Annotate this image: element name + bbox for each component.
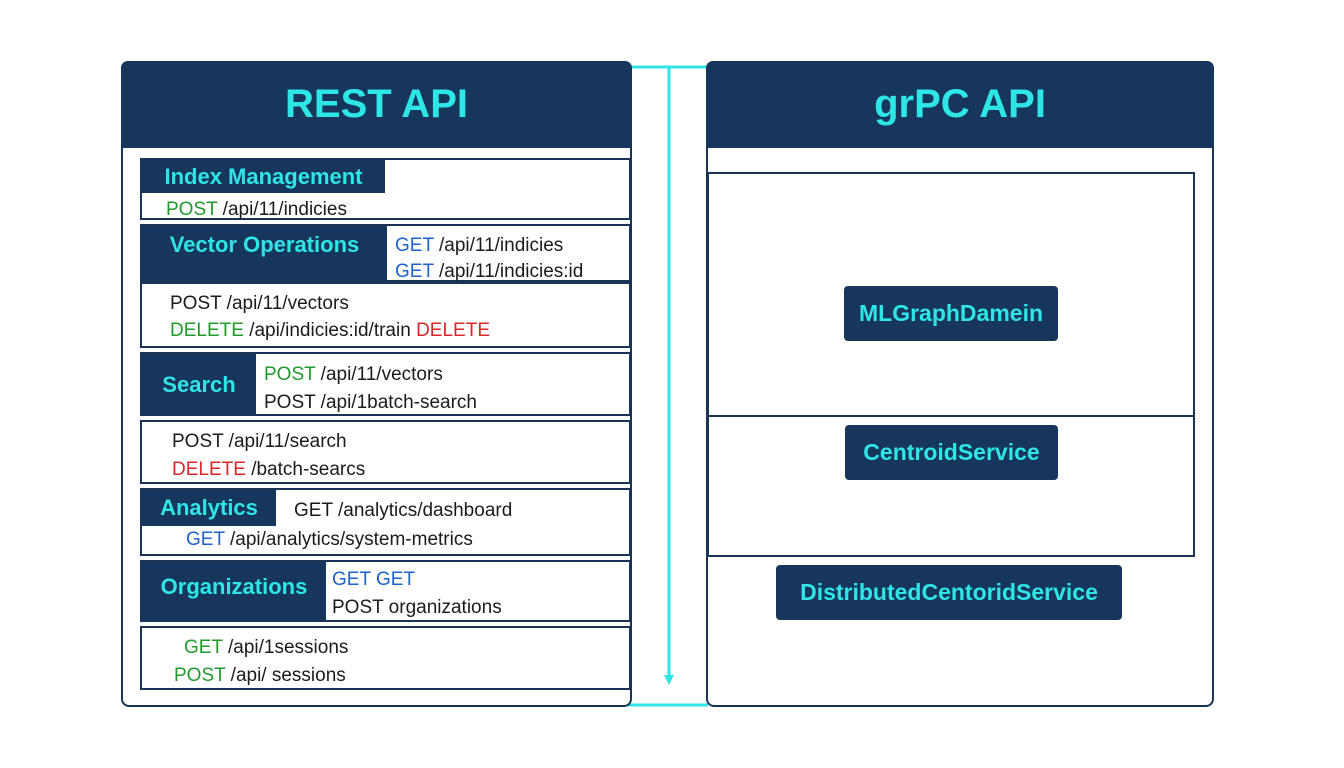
endpoint-line: GET /api/analytics/system-metrics (186, 530, 473, 549)
http-method: GET (184, 637, 223, 658)
endpoint-path: /api/1sessions (228, 637, 349, 658)
endpoint-line: POST /api/ sessions (174, 666, 346, 685)
endpoint-line: GET GET (332, 570, 415, 589)
endpoint-line: GET /api/1sessions (184, 638, 348, 657)
http-method-suffix: DELETE (416, 320, 490, 341)
http-method: POST (174, 665, 226, 686)
http-method: POST (172, 431, 224, 452)
endpoint-path: organizations (388, 597, 502, 618)
endpoint-path: /api/indicies:id/train (249, 320, 411, 341)
endpoint-line: POST /api/11/search (172, 432, 347, 451)
endpoint-line: POST /api/1batch-search (264, 393, 477, 412)
endpoint-path: /analytics/dashboard (338, 500, 513, 521)
section-analytics: Analytics GET /analytics/dashboard GET /… (140, 488, 631, 556)
section-session-endpoints: GET /api/1sessions POST /api/ sessions (140, 626, 631, 690)
http-method: GET (395, 235, 434, 256)
endpoint-line: POST /api/11/indicies (166, 200, 347, 219)
http-method: DELETE (172, 459, 246, 480)
http-method: POST (264, 392, 316, 413)
endpoint-line: DELETE /api/indicies:id/train DELETE (170, 321, 490, 340)
endpoint-path: /api/11/indicies (439, 235, 564, 256)
endpoint-line: GET /api/11/indicies (395, 236, 563, 255)
endpoint-path: /api/11/vectors (226, 293, 349, 314)
http-method: DELETE (170, 320, 244, 341)
tag-analytics: Analytics (142, 490, 276, 526)
tag-organizations: Organizations (142, 562, 326, 622)
http-method: POST (166, 199, 218, 220)
rest-api-title: REST API (121, 61, 632, 148)
endpoint-path: /batch-searcs (251, 459, 366, 480)
endpoint-path: /api/11/indicies (222, 199, 347, 220)
http-method: POST (264, 364, 316, 385)
http-method: POST (332, 597, 384, 618)
endpoint-path: /api/11/vectors (320, 364, 443, 385)
endpoint-line: DELETE /batch-searcs (172, 460, 365, 479)
grpc-api-title: grPC API (706, 61, 1214, 148)
endpoint-line: GET /api/11/indicies:id (395, 262, 583, 281)
http-method: GET (294, 500, 333, 521)
endpoint-line: GET /analytics/dashboard (294, 501, 512, 520)
http-method: GET (186, 529, 225, 550)
service-distributedcentoridservice: DistributedCentoridService (776, 565, 1122, 620)
endpoint-path: /api/11/indicies:id (439, 261, 584, 282)
section-search-endpoints: POST /api/11/search DELETE /batch-searcs (140, 420, 631, 484)
http-method: POST (170, 293, 222, 314)
endpoint-path: /api/11/search (228, 431, 347, 452)
section-search: Search POST /api/11/vectors POST /api/1b… (140, 352, 631, 416)
endpoint-line: POST /api/11/vectors (170, 294, 349, 313)
http-method: GET (395, 261, 434, 282)
section-organizations: Organizations GET GET POST organizations (140, 560, 631, 622)
tag-search: Search (142, 354, 256, 416)
endpoint-line: POST organizations (332, 598, 502, 617)
service-centroidservice: CentroidService (845, 425, 1058, 480)
endpoint-path: /api/ sessions (230, 665, 346, 686)
endpoint-path: /api/analytics/system-metrics (230, 529, 473, 550)
section-vector-endpoints: POST /api/11/vectors DELETE /api/indicie… (140, 282, 631, 348)
section-vector-operations: Vector Operations GET /api/11/indicies G… (140, 224, 631, 282)
service-mlgraphdamein: MLGraphDamein (844, 286, 1058, 341)
section-index-management: Index Management POST /api/11/indicies (140, 158, 631, 220)
endpoint-line: POST /api/11/vectors (264, 365, 443, 384)
tag-vector-operations: Vector Operations (142, 226, 387, 282)
endpoint-path: /api/1batch-search (320, 392, 477, 413)
tag-index-management: Index Management (142, 160, 385, 193)
http-method: GET GET (332, 569, 416, 590)
